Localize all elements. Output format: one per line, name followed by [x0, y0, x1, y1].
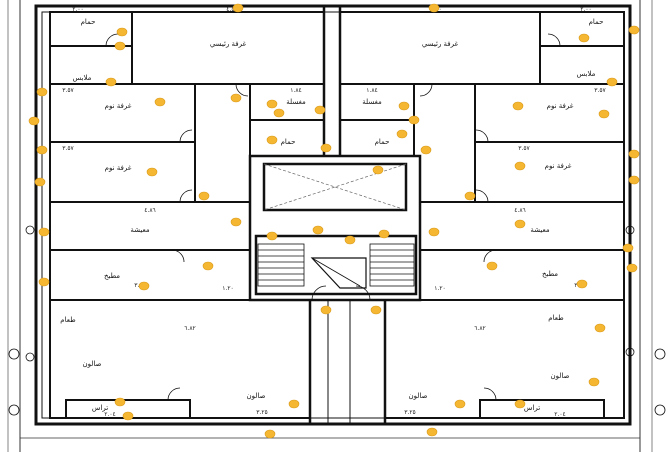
room-label-right-dressing: ملابس	[577, 70, 596, 78]
dim-right-2: ٣.٥٧	[518, 145, 530, 152]
room-label-right-salon-2: صالون	[409, 392, 428, 400]
room-label-right-bedroom-1: غرفة نوم	[547, 102, 574, 110]
room-label-left-terrace: تراس	[92, 404, 108, 412]
dim-top-left: ٢.٠٠	[72, 6, 84, 13]
doors	[105, 33, 561, 401]
room-label-right-bath-mid: حمام	[375, 138, 390, 146]
dim-right-5: ٦.٨٢	[474, 325, 486, 332]
room-label-left-living: معيشة	[130, 226, 149, 234]
room-label-left-salon-2: صالون	[247, 392, 266, 400]
room-label-right-bath-top: حمام	[589, 18, 604, 26]
grid-axis-markers	[8, 225, 666, 416]
room-label-left-service: مغسلة	[286, 98, 306, 106]
dim-left-1: ٣.٥٧	[62, 87, 74, 94]
dim-left-6: ٣.٢٥	[256, 409, 268, 416]
room-label-right-dining: طعام	[548, 314, 564, 322]
dim-core-2: ١.٨٤	[366, 87, 378, 94]
left-ruler	[7, 0, 653, 452]
dim-right-3: ٤.٨٦	[514, 207, 526, 214]
room-label-left-bedroom-1: غرفة نوم	[105, 102, 132, 110]
outer-walls	[34, 4, 632, 426]
room-label-right-kitchen: مطبخ	[542, 270, 558, 278]
room-label-left-dressing: ملابس	[73, 74, 92, 82]
staircase	[257, 243, 415, 289]
dim-core-3: ١.٢٠	[222, 285, 234, 292]
room-label-right-salon: صالون	[551, 372, 570, 380]
room-label-left-bath-mid: حمام	[281, 138, 296, 146]
dim-left-3: ٤.٨٦	[144, 207, 156, 214]
core-walls	[248, 6, 422, 424]
dim-core-1: ١.٨٤	[290, 87, 302, 94]
room-label-right-living: معيشة	[530, 226, 549, 234]
dim-right-6: ٣.٢٥	[404, 409, 416, 416]
left-apartment-walls	[49, 11, 325, 419]
annotation-markers	[28, 3, 640, 439]
outer-walls-inner	[41, 11, 625, 419]
dim-right-7: ٢.٠٤	[554, 411, 566, 418]
room-label-right-terrace: تراس	[524, 404, 540, 412]
dim-top-right: ٢.٠٠	[580, 6, 592, 13]
room-label-left-master: غرفة رئيسي	[210, 40, 247, 48]
dim-left-2: ٣.٥٧	[62, 145, 74, 152]
dim-top-mid-left: ٤.٥٠	[226, 6, 238, 13]
dim-left-7: ٢.٠٤	[104, 411, 116, 418]
room-label-left-kitchen: مطبخ	[104, 272, 120, 280]
room-label-right-service: مغسلة	[362, 98, 382, 106]
room-label-left-bath-top: حمام	[81, 18, 96, 26]
dim-right-1: ٣.٥٧	[594, 87, 606, 94]
dim-left-5: ٦.٨٢	[184, 325, 196, 332]
room-label-left-bedroom-2: غرفة نوم	[105, 164, 132, 172]
room-label-right-master: غرفة رئيسي	[422, 40, 459, 48]
elevator-shaft	[263, 163, 407, 211]
room-label-right-bedroom-2: غرفة نوم	[545, 162, 572, 170]
room-label-left-dining: طعام	[60, 316, 76, 324]
dim-core-4: ١.٢٠	[434, 285, 446, 292]
room-label-left-salon: صالون	[83, 360, 102, 368]
